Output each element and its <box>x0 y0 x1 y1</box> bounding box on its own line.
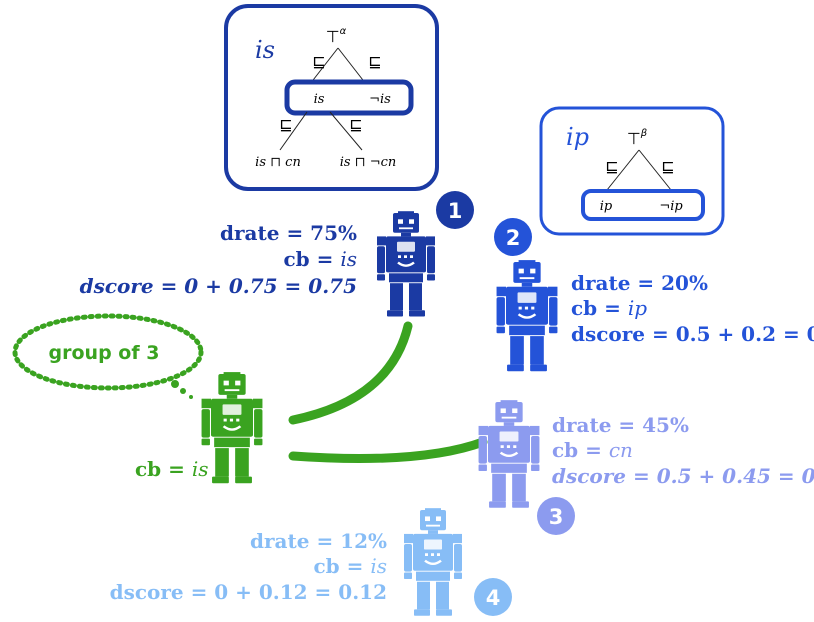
number-badge-icon <box>494 218 532 256</box>
tree-ip-root: ⊤β <box>627 128 648 148</box>
number-badge-icon <box>474 578 512 616</box>
robot-3: 3 drate = 45% cb = cn dscore = 0.5 + 0.4… <box>477 398 814 535</box>
robot-icon <box>200 370 264 485</box>
robot-1-drate: drate = 75% <box>220 221 357 245</box>
robot-3-cb: cb = cn <box>552 438 633 462</box>
robot-icon <box>375 209 437 318</box>
robot-icon <box>477 398 541 510</box>
highlight-box-level1 <box>581 189 705 221</box>
tree-node: is ⊓ ¬cn <box>340 155 397 170</box>
tree-node: ip <box>600 199 613 214</box>
robot-4-badge: 4 <box>486 586 501 610</box>
robot-green: cb = is <box>135 370 264 485</box>
robot-2-cb: cb = ip <box>571 296 647 320</box>
tree-box-ip: ip ⊤β ⊑ ⊑ ip ¬ip <box>539 106 725 236</box>
robot-1: 1 drate = 75% cb = is dscore = 0 + 0.75 … <box>80 191 474 318</box>
robot-1-cb: cb = is <box>283 247 357 271</box>
robot-3-dscore: dscore = 0.5 + 0.45 = 0.95 <box>552 464 814 488</box>
number-badge-icon <box>537 497 575 535</box>
number-badge-icon <box>436 191 474 229</box>
robot-2-dscore: dscore = 0.5 + 0.2 = 0.7 <box>571 322 814 346</box>
edge-label: ⊑ <box>312 52 325 71</box>
tree-box-is: is ⊤α ⊑ ⊑ is ¬is ⊑ ⊑ is ⊓ cn is ⊓ ¬cn <box>224 4 439 191</box>
tree-is-title: is <box>255 36 275 64</box>
robot-3-drate: drate = 45% <box>552 413 689 437</box>
tree-ip-title: ip <box>566 123 589 151</box>
robot-4-drate: drate = 12% <box>250 529 387 553</box>
robot-2-drate: drate = 20% <box>571 271 708 295</box>
group-speech-bubble: group of 3 <box>12 313 204 399</box>
edge-label: ⊑ <box>661 157 674 176</box>
robot-4-dscore: dscore = 0 + 0.12 = 0.12 <box>110 580 387 604</box>
tree-is-root: ⊤α <box>326 26 347 46</box>
connector-green-to-robot-3 <box>288 437 488 464</box>
tree-node: is ⊓ cn <box>255 155 301 170</box>
group-bubble-label: group of 3 <box>49 342 160 364</box>
edge-label: ⊑ <box>605 157 618 176</box>
edge-label: ⊑ <box>279 115 292 134</box>
robot-4-cb: cb = is <box>313 554 387 578</box>
edge-label: ⊑ <box>368 52 381 71</box>
robot-icon <box>495 258 559 373</box>
robot-icon <box>402 506 464 618</box>
robot-green-cb: cb = is <box>135 457 209 481</box>
connector-green-to-robot-1 <box>288 321 413 425</box>
highlight-box-level1 <box>284 79 414 116</box>
tree-node: ¬ip <box>659 199 683 214</box>
robot-1-dscore: dscore = 0 + 0.75 = 0.75 <box>80 274 357 298</box>
robot-3-badge: 3 <box>549 505 564 529</box>
robot-2: 2 drate = 20% cb = ip dscore = 0.5 + 0.2… <box>494 218 814 373</box>
tree-node: is <box>314 92 325 107</box>
edge-label: ⊑ <box>349 115 362 134</box>
robot-2-badge: 2 <box>506 226 521 250</box>
robot-4: 4 drate = 12% cb = is dscore = 0 + 0.12 … <box>110 506 512 618</box>
tree-node: ¬is <box>369 92 391 107</box>
robot-1-badge: 1 <box>448 199 463 223</box>
